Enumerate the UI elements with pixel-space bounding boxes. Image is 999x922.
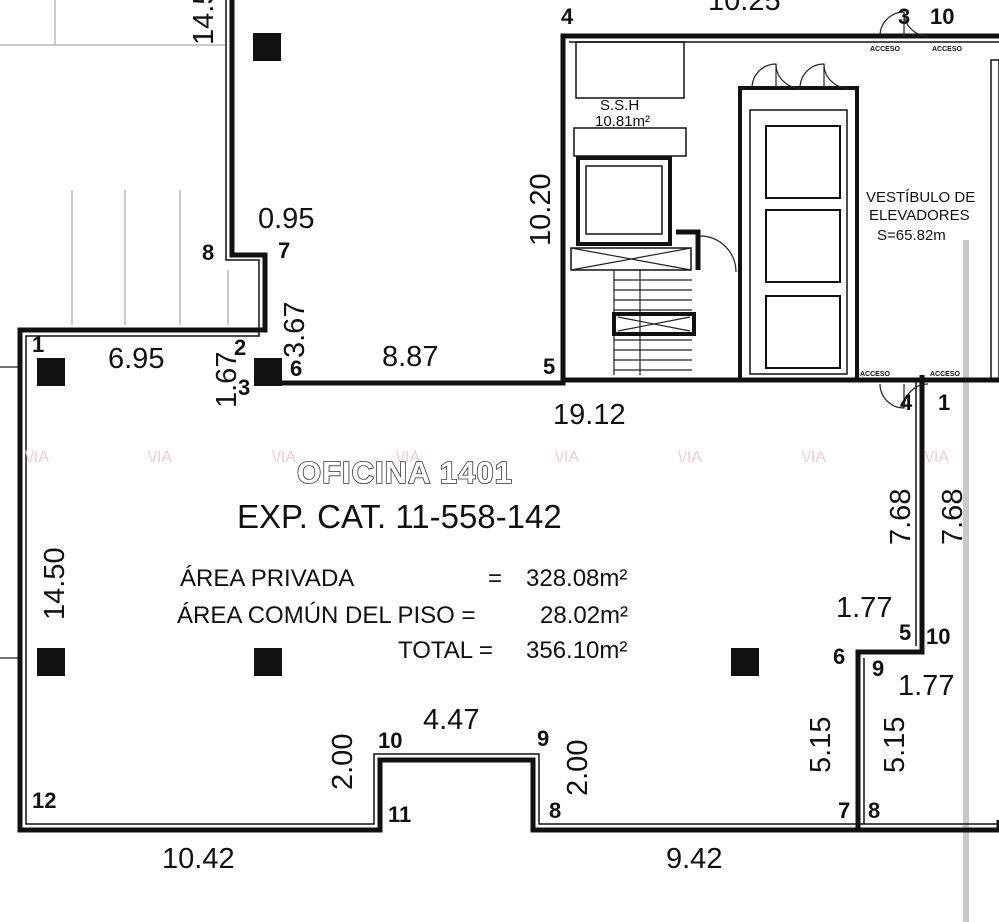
vertex-number: 10 bbox=[930, 4, 954, 29]
access-label: ACCESO bbox=[932, 46, 963, 53]
area-table: ÁREA PRIVADA = 328.08m² ÁREA COMÚN DEL P… bbox=[177, 565, 628, 664]
area-label: ÁREA COMÚN DEL PISO = bbox=[177, 602, 476, 629]
vestibule-label: ELEVADORES bbox=[869, 207, 970, 224]
watermark: \/IA bbox=[272, 449, 296, 466]
area-label: ÁREA PRIVADA bbox=[180, 565, 354, 592]
watermark: \/IA bbox=[555, 449, 579, 466]
column bbox=[254, 358, 282, 386]
vertex-number: 3 bbox=[898, 4, 910, 29]
vertex-number: 8 bbox=[868, 798, 880, 823]
vestibule-label: VESTÍBULO DE bbox=[866, 189, 975, 206]
vertex-number: 2 bbox=[234, 335, 246, 360]
vertex-number: 8 bbox=[202, 240, 214, 265]
watermarks: \/IA \/IA \/IA \/IA \/IA \/IA \/IA \/IA bbox=[25, 449, 949, 466]
vertex-number: 9 bbox=[537, 726, 549, 751]
dimension: 9.42 bbox=[666, 843, 722, 875]
access-label: ACCESO bbox=[930, 371, 961, 378]
dimension: 8.87 bbox=[382, 341, 438, 373]
column bbox=[253, 33, 281, 61]
dimension: 6.95 bbox=[108, 343, 164, 375]
dimension: 4.47 bbox=[423, 704, 479, 736]
office-title: OFICINA 1401 bbox=[297, 455, 513, 490]
column bbox=[37, 358, 65, 386]
vertex-number: 1 bbox=[32, 332, 44, 357]
ssh-label: S.S.H bbox=[600, 97, 639, 114]
vertex-number: 5 bbox=[899, 620, 911, 645]
watermark: \/IA bbox=[678, 449, 702, 466]
area-label: TOTAL = bbox=[398, 637, 493, 664]
vertex-number: 10 bbox=[378, 728, 402, 753]
vertex-number: 7 bbox=[838, 798, 850, 823]
dimension-labels: 14.5 10.25 0.95 3.67 6.95 1.67 8.87 10.2… bbox=[39, 0, 969, 875]
cadastral-number: EXP. CAT. 11-558-142 bbox=[237, 498, 562, 535]
vertex-number: 11 bbox=[388, 802, 411, 827]
vertex-number: 4 bbox=[561, 4, 574, 29]
dimension: 14.50 bbox=[39, 547, 71, 620]
dimension: 5.15 bbox=[805, 717, 837, 773]
dimension: 19.12 bbox=[553, 399, 626, 431]
area-value: 328.08m² bbox=[526, 565, 627, 592]
dimension: 10.42 bbox=[162, 843, 235, 875]
dimension: 0.95 bbox=[258, 203, 314, 235]
vertex-number: 10 bbox=[926, 624, 950, 649]
background-lines bbox=[0, 0, 969, 922]
vertex-number: 12 bbox=[32, 788, 56, 813]
watermark: \/IA bbox=[396, 449, 420, 466]
dimension: 1.67 bbox=[211, 352, 243, 408]
dimension: 1.77 bbox=[836, 592, 892, 624]
column bbox=[254, 648, 282, 676]
watermark: \/IA bbox=[802, 449, 826, 466]
dimension: 7.68 bbox=[885, 489, 917, 545]
vertex-number: 3 bbox=[238, 375, 250, 400]
dimension: 10.25 bbox=[708, 0, 781, 17]
vertex-number: 9 bbox=[872, 656, 884, 681]
dimension: 1.77 bbox=[898, 670, 954, 702]
vertex-number: 7 bbox=[278, 238, 290, 263]
vertex-number: 5 bbox=[543, 354, 555, 379]
watermark: \/IA bbox=[25, 449, 49, 466]
column bbox=[37, 648, 65, 676]
dimension: 14.5 bbox=[188, 0, 220, 45]
vertex-number: 1 bbox=[938, 390, 950, 415]
office-walls bbox=[17, 0, 999, 833]
watermark: \/IA bbox=[148, 449, 172, 466]
dimension: 2.00 bbox=[562, 740, 594, 796]
area-value: 28.02m² bbox=[540, 602, 628, 629]
vertex-number: 4 bbox=[900, 390, 913, 415]
dimension: 3.67 bbox=[279, 302, 311, 358]
access-label: ACCESO bbox=[870, 46, 901, 53]
building-core bbox=[560, 11, 999, 409]
vertex-number: 6 bbox=[290, 356, 302, 381]
access-label: ACCESO bbox=[860, 371, 891, 378]
dimension: 2.00 bbox=[327, 734, 359, 790]
structural-columns bbox=[37, 33, 759, 676]
vertex-labels: 4 3 10 8 7 1 2 6 3 5 4 1 5 10 6 9 10 9 1… bbox=[32, 4, 954, 827]
area-value: 356.10m² bbox=[526, 637, 627, 664]
column bbox=[731, 648, 759, 676]
dimension: 5.15 bbox=[879, 717, 911, 773]
vestibule-area: S=65.82m bbox=[877, 227, 946, 244]
ssh-area: 10.81m² bbox=[595, 113, 650, 130]
watermark: \/IA bbox=[925, 449, 949, 466]
dimension: 7.68 bbox=[937, 489, 969, 545]
dimension: 10.20 bbox=[525, 173, 557, 246]
vertex-number: 8 bbox=[549, 798, 561, 823]
stair-treads bbox=[613, 270, 692, 375]
area-equals: = bbox=[488, 565, 502, 592]
vertex-number: 6 bbox=[833, 644, 845, 669]
